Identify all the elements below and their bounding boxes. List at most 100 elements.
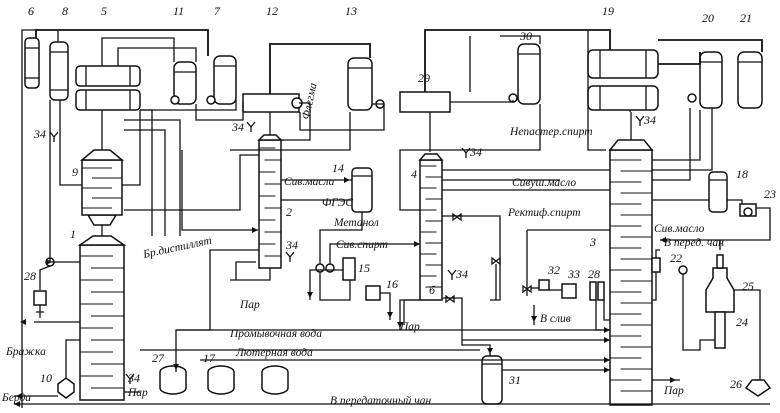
label-22: 22 [670, 251, 682, 265]
tank-27 [159, 365, 187, 395]
arrowhead [20, 319, 26, 325]
arrowhead [344, 177, 350, 183]
label-15: 15 [358, 261, 370, 275]
dephlegmator-19 [587, 49, 659, 111]
apparatus-24 [714, 311, 726, 349]
label-11: 11 [173, 4, 184, 18]
stream-berda: Берда [1, 392, 31, 404]
vessel-31 [481, 355, 503, 405]
label-12: 12 [266, 4, 278, 18]
stream-brazhka: Бражка [5, 346, 46, 358]
arrowhead [14, 401, 20, 407]
device-28-right [589, 281, 605, 301]
dephlegmator-29 [399, 91, 451, 152]
stream-promyvochnaya: Промывочная вода [229, 328, 322, 340]
label-19: 19 [602, 4, 614, 18]
label-14: 14 [332, 161, 344, 175]
flow-arrows [14, 177, 676, 407]
label-32: 32 [547, 263, 560, 277]
dephlegmator-12 [242, 93, 303, 113]
condenser-7 [213, 55, 237, 105]
label-13: 13 [345, 4, 357, 18]
condenser-6 [24, 37, 40, 89]
label-34-a: 34 [33, 127, 46, 141]
column-4-trays [420, 165, 442, 288]
column-1-trays [80, 255, 124, 389]
stream-par-1: Пар [239, 299, 260, 311]
tank-17 [207, 365, 235, 395]
label-17: 17 [203, 351, 216, 365]
label-34-f: 34 [643, 113, 656, 127]
device-33 [561, 283, 577, 299]
label-20: 20 [702, 11, 714, 25]
arrowhead [307, 292, 313, 298]
label-21: 21 [740, 11, 752, 25]
tank-unnumbered [261, 365, 289, 395]
label-31: 31 [508, 373, 521, 387]
label-28-left: 28 [24, 269, 36, 283]
arrowhead [414, 241, 420, 247]
label-18: 18 [736, 167, 748, 181]
arrowhead [387, 312, 393, 318]
stream-v-peredatochny: В передаточный чан [330, 394, 431, 407]
arrowhead [16, 393, 22, 399]
label-6: 6 [28, 4, 34, 18]
stream-br-distillyat: Бр.дистиллят [141, 235, 213, 261]
label-26: 26 [730, 377, 742, 391]
stream-flegma: Флегма [300, 82, 319, 121]
stream-rektif-spirt: Ректиф.спирт [507, 207, 581, 219]
stream-sivush-maslo: Сивуш.масло [512, 177, 576, 189]
arrowhead [604, 327, 610, 333]
condenser-21 [737, 51, 763, 109]
condenser-13 [347, 57, 373, 111]
label-5: 5 [101, 4, 107, 18]
label-16: 16 [386, 277, 398, 291]
separator-14 [351, 167, 373, 213]
label-3: 3 [589, 235, 596, 249]
stream-fgzs: ФГЭС [322, 197, 353, 209]
device-16 [365, 285, 381, 301]
label-9: 9 [72, 165, 78, 179]
label-30: 30 [519, 29, 532, 43]
label-34-e: 34 [455, 267, 468, 281]
label-34-c: 34 [285, 238, 298, 252]
device-32 [538, 279, 550, 291]
column-1 [77, 122, 127, 401]
valve-icons [445, 212, 532, 304]
stream-v-pered-chan: В перед. чан [664, 237, 724, 249]
stream-par-2: Пар [399, 321, 420, 333]
condenser-11 [173, 61, 197, 105]
label-1: 1 [70, 227, 76, 241]
label-7: 7 [214, 4, 221, 18]
stream-siv-masla: Сив.масла [284, 176, 335, 188]
arrowhead [252, 227, 258, 233]
label-23: 23 [764, 187, 776, 201]
stream-siv-maslo: Сив.масло [654, 223, 705, 235]
column-2-trays [259, 147, 281, 257]
vent-icons [49, 115, 645, 384]
stream-siv-spirt: Сив.спирт [336, 239, 388, 251]
arrowhead [46, 259, 52, 265]
column-2 [257, 112, 283, 269]
condenser-30 [517, 43, 541, 105]
arrowhead [660, 237, 666, 243]
label-b: б [429, 283, 436, 297]
device-22 [651, 257, 661, 273]
arrowhead [531, 316, 537, 322]
label-25: 25 [742, 279, 754, 293]
apparatus-25 [705, 254, 735, 313]
column-3-trays [610, 159, 652, 392]
label-10: 10 [40, 371, 52, 385]
stream-par-4: Пар [127, 387, 148, 399]
condenser-8 [49, 41, 69, 101]
label-33: 33 [567, 267, 580, 281]
label-29: 29 [418, 71, 430, 85]
stream-lyuternaya: Лютерная вода [235, 347, 313, 359]
arrowhead [670, 377, 676, 383]
device-15 [342, 257, 356, 281]
label-24: 24 [736, 315, 748, 329]
column-9-trays [82, 167, 122, 209]
column-4 [418, 153, 444, 301]
